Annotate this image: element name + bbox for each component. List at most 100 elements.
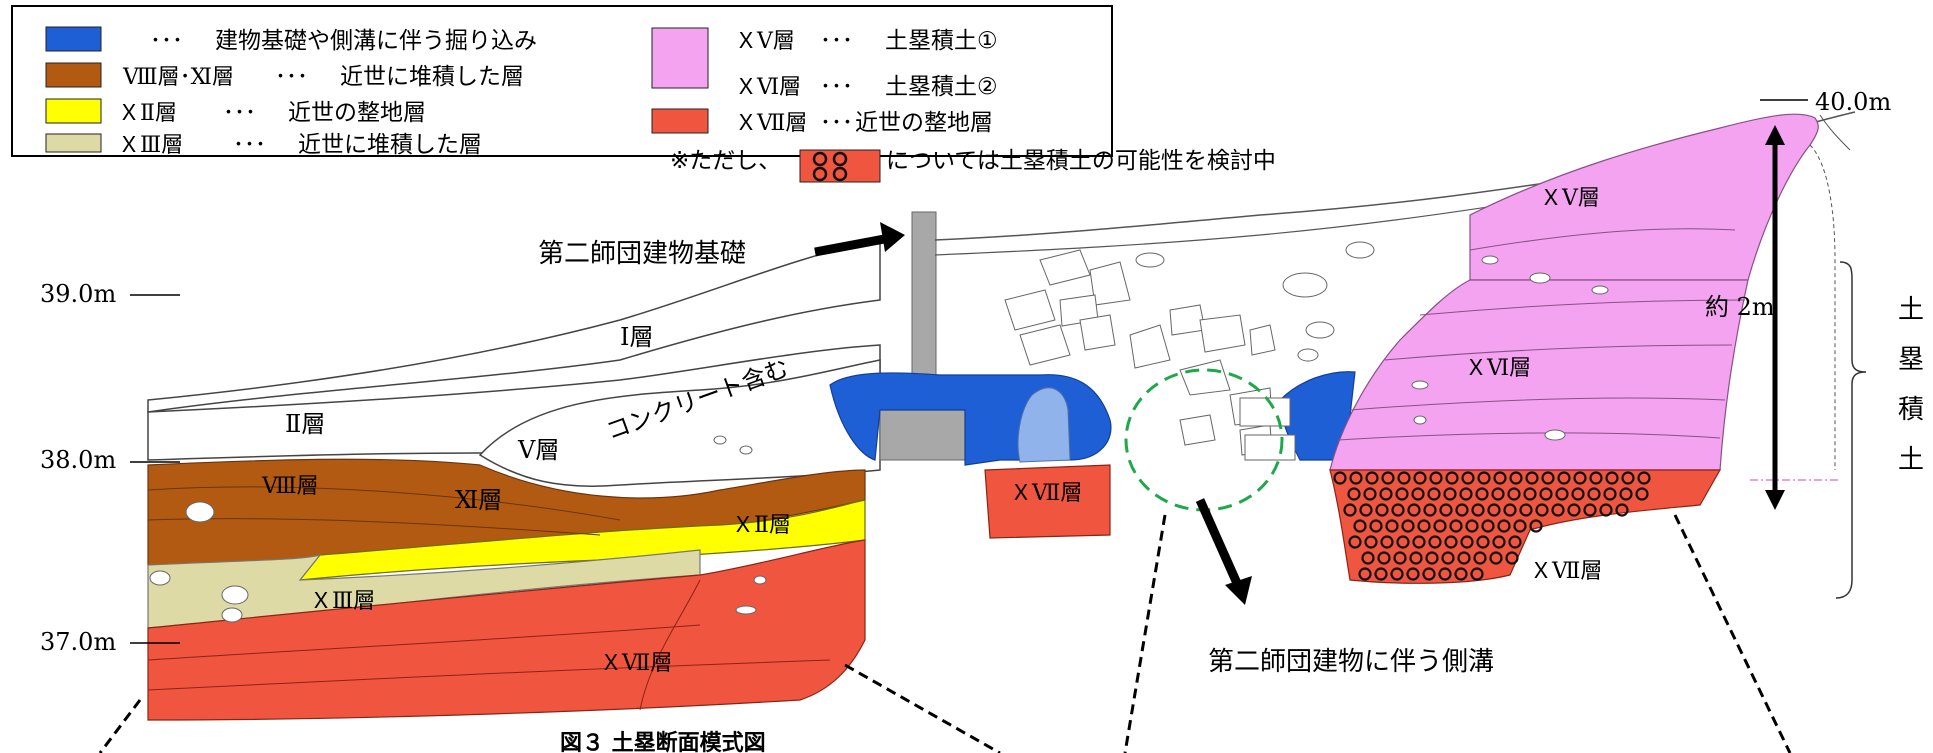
soil-circle	[1605, 471, 1619, 485]
legend-desc-7: 近世の整地層	[855, 110, 993, 136]
soil-circle	[1422, 567, 1436, 581]
soil-circle	[1508, 535, 1522, 549]
legend-swatch-layer15	[651, 27, 709, 89]
label-layer-17-right: ＸⅦ層	[1530, 559, 1602, 584]
soil-circle	[1381, 471, 1395, 485]
soil-circle	[1471, 503, 1485, 517]
soil-circle	[1417, 519, 1431, 533]
soil-circle	[1365, 471, 1379, 485]
legend-note-suffix: については土塁積土の可能性を検討中	[886, 148, 1276, 174]
soil-circle	[1347, 487, 1361, 501]
elevation-38: 38.0m	[40, 446, 116, 474]
legend-swatch-excavation	[45, 26, 102, 52]
label-layer-1: Ⅰ層	[620, 323, 653, 351]
concrete-foundation	[879, 211, 966, 461]
soil-circle	[1401, 519, 1415, 533]
soil-circle	[1358, 567, 1372, 581]
soil-circle	[1535, 503, 1549, 517]
legend-dots-1: ･･･	[150, 29, 183, 54]
soil-circle	[1599, 503, 1613, 517]
soil-circle	[1573, 471, 1587, 485]
figure-caption: 図３ 土塁断面模式図	[560, 730, 766, 753]
soil-circle	[1385, 519, 1399, 533]
soil-circle	[1364, 535, 1378, 549]
legend-desc-2: 近世に堆積した層	[340, 64, 524, 90]
soil-circle	[1439, 503, 1453, 517]
label-layer-11: Ⅺ層	[455, 486, 502, 514]
soil-circle	[1375, 503, 1389, 517]
soil-circle	[1353, 519, 1367, 533]
soil-circle	[1635, 487, 1649, 501]
label-layer-2: Ⅱ層	[285, 410, 325, 438]
mound-brace: 土 塁 積 土	[1835, 261, 1924, 599]
soil-circle	[1493, 471, 1507, 485]
soil-circle	[1395, 487, 1409, 501]
soil-circle	[1361, 551, 1375, 565]
arrows	[814, 125, 1785, 605]
soil-circle	[1477, 471, 1491, 485]
soil-circle	[1481, 519, 1495, 533]
soil-circle	[1429, 471, 1443, 485]
soil-circle	[1343, 503, 1357, 517]
soil-circle	[1473, 551, 1487, 565]
legend-label-3: ＸⅡ層	[118, 101, 177, 126]
legend-label-2: Ⅷ層･Ⅺ層	[122, 65, 234, 90]
soil-circle	[1445, 471, 1459, 485]
label-height: 約 2m	[1705, 293, 1775, 321]
label-layer-13: ＸⅢ層	[310, 589, 375, 614]
soil-circle	[1551, 503, 1565, 517]
soil-circle	[1513, 519, 1527, 533]
soil-circle	[1603, 487, 1617, 501]
legend-dots-6: ･･･	[820, 75, 853, 100]
soil-circle	[1505, 551, 1519, 565]
left-section	[147, 239, 881, 721]
soil-circle	[1380, 535, 1394, 549]
soil-circle	[1460, 535, 1474, 549]
soil-circle	[1523, 487, 1537, 501]
soil-circle	[1443, 487, 1457, 501]
soil-circle	[1583, 503, 1597, 517]
layer-15	[1469, 113, 1819, 281]
soil-circle	[1396, 535, 1410, 549]
soil-circle	[1425, 551, 1439, 565]
legend-label-7: ＸⅦ層	[735, 111, 807, 136]
soil-circle	[1525, 471, 1539, 485]
label-layer-8: Ⅷ層	[261, 474, 319, 499]
right-mound	[1329, 113, 1851, 584]
legend-desc-1: 建物基礎や側溝に伴う掘り込み	[215, 28, 537, 54]
mound-vertical-3: 積	[1898, 395, 1924, 425]
soil-circle	[1459, 487, 1473, 501]
layer-17-mid	[984, 464, 1111, 539]
soil-circle	[1487, 503, 1501, 517]
legend-label-6: ＸⅥ層	[735, 75, 801, 100]
legend-desc-6: 土塁積土②	[885, 74, 998, 100]
soil-circle	[1492, 535, 1506, 549]
soil-circle	[1369, 519, 1383, 533]
soil-circle	[1413, 471, 1427, 485]
soil-circle	[1619, 487, 1633, 501]
soil-circle	[1348, 535, 1362, 549]
soil-circle	[1454, 567, 1468, 581]
legend-dot-swatch	[799, 149, 881, 183]
elevation-40: 40.0m	[1815, 88, 1891, 116]
leader-lines	[98, 514, 1792, 753]
legend-swatch-layer8-11	[45, 62, 102, 88]
soil-circle	[1391, 503, 1405, 517]
label-layer-17-mid: ＸⅦ層	[1010, 481, 1082, 506]
soil-circle	[1555, 487, 1569, 501]
elevation-scale: 40.0m 39.0m 38.0m 37.0m	[40, 88, 1891, 656]
soil-circle	[1397, 471, 1411, 485]
soil-circle	[1457, 551, 1471, 565]
label-layer-17-left: ＸⅦ層	[600, 651, 672, 676]
soil-circle	[1407, 503, 1421, 517]
soil-circle	[1449, 519, 1463, 533]
soil-circle	[1461, 471, 1475, 485]
soil-circle	[1374, 567, 1388, 581]
legend-desc-3: 近世の整地層	[288, 100, 426, 126]
soil-circle	[1475, 487, 1489, 501]
elevation-37: 37.0m	[40, 628, 116, 656]
legend-swatch-layer13	[45, 133, 102, 153]
soil-circle	[1333, 471, 1347, 485]
soil-circle	[1455, 503, 1469, 517]
label-ditch: 第二師団建物に伴う側溝	[1208, 647, 1494, 677]
